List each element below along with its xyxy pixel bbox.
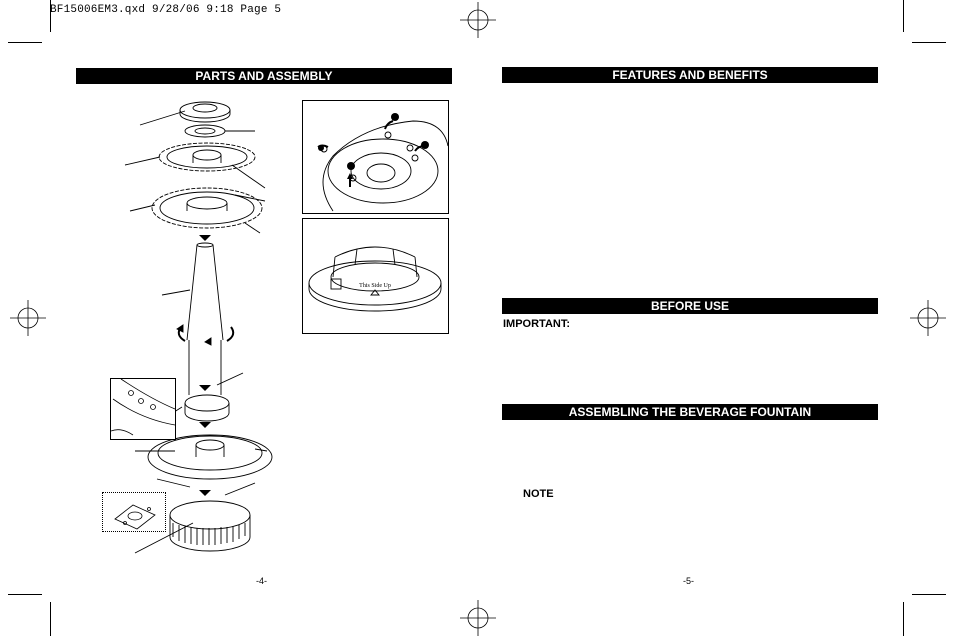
parts-assembly-header: PARTS AND ASSEMBLY <box>76 68 452 84</box>
crop-mark <box>903 602 904 636</box>
exploded-assembly-diagram <box>124 101 273 554</box>
crop-mark <box>50 0 51 32</box>
assembling-fountain-header: ASSEMBLING THE BEVERAGE FOUNTAIN <box>502 404 878 420</box>
note-label: NOTE <box>523 488 554 500</box>
crop-mark <box>912 594 946 595</box>
registration-mark-bottom <box>460 600 496 636</box>
base-tray-inset: This Side Up <box>302 218 449 334</box>
page-number-left: -4- <box>256 576 267 586</box>
registration-mark-top <box>460 2 496 38</box>
this-side-up-label: This Side Up <box>359 283 391 289</box>
registration-mark-left <box>10 300 46 336</box>
crop-mark <box>8 42 42 43</box>
important-label: IMPORTANT: <box>503 318 571 330</box>
registration-mark-right <box>910 300 946 336</box>
crop-mark <box>8 594 42 595</box>
tier-locking-inset <box>302 100 449 214</box>
collar-detail-inset <box>110 378 176 440</box>
crop-mark <box>903 0 904 32</box>
features-benefits-header: FEATURES AND BENEFITS <box>502 67 878 83</box>
crop-mark <box>50 602 51 636</box>
page-number-right: -5- <box>683 576 694 586</box>
crop-mark <box>912 42 946 43</box>
printer-slug: BF15006EM3.qxd 9/28/06 9:18 Page 5 <box>50 4 282 16</box>
before-use-header: BEFORE USE <box>502 298 878 314</box>
base-detail-inset <box>102 492 166 532</box>
